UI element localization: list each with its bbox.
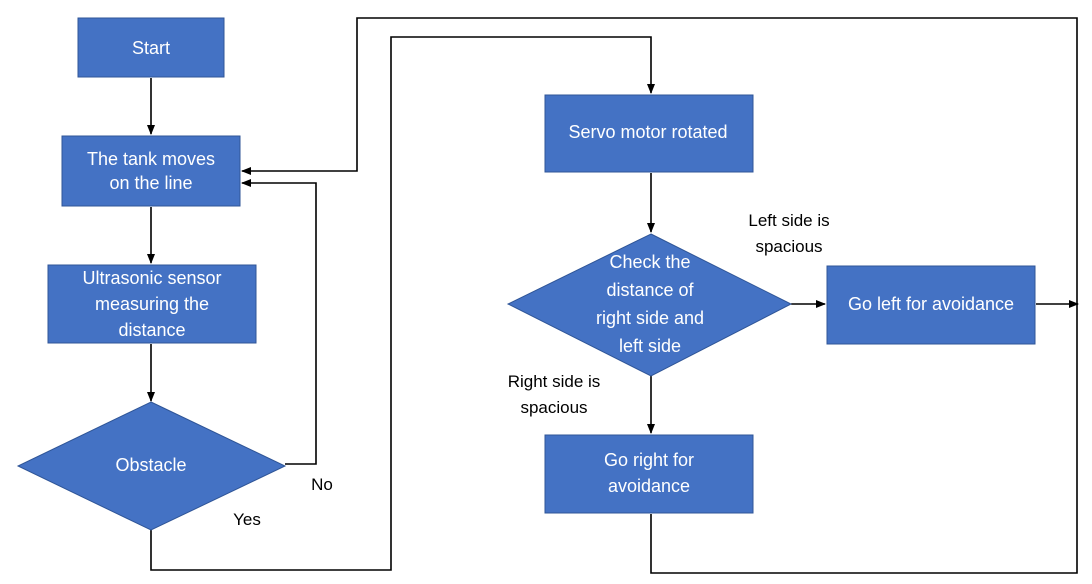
ultrasonic-sensor-label: Ultrasonic sensor measuring the distance — [82, 268, 221, 340]
tank-moves-label-line-1: The tank moves — [87, 149, 215, 169]
go-left-node — [826, 265, 1036, 345]
check-distance-label-line-3: right side and — [596, 308, 704, 328]
no-branch-label: No — [311, 475, 333, 494]
tank-moves-label-line-2: on the line — [109, 173, 192, 193]
ultrasonic-sensor-label-line-1: Ultrasonic sensor — [82, 268, 221, 288]
go-right-node — [544, 434, 754, 514]
right-side-spacious-label-line-2: spacious — [520, 398, 587, 417]
no-branch-label-line-1: No — [311, 475, 333, 494]
tank-moves-node — [61, 135, 241, 207]
start-label-line-1: Start — [132, 38, 170, 58]
obstacle-decision-node — [16, 401, 287, 531]
go-left-label: Go left for avoidance — [848, 294, 1014, 314]
edges — [147, 17, 1079, 574]
start-label: Start — [132, 38, 170, 58]
check-distance-label-line-2: distance of — [606, 280, 694, 300]
edge-obstacle-yes-to-servo — [150, 36, 655, 571]
check-distance-label-line-4: left side — [619, 336, 681, 356]
go-right-label: Go right for avoidance — [604, 450, 694, 496]
check-distance-decision-node — [506, 233, 793, 377]
ultrasonic-sensor-node — [47, 264, 257, 344]
servo-motor-label-line-1: Servo motor rotated — [568, 122, 727, 142]
servo-motor-label: Servo motor rotated — [568, 122, 727, 142]
check-distance-label-line-1: Check the — [609, 252, 690, 272]
go-right-label-line-2: avoidance — [608, 476, 690, 496]
yes-branch-label-line-1: Yes — [233, 510, 261, 529]
right-side-spacious-label: Right side is spacious — [508, 372, 601, 417]
edge-obstacle-no-loop — [241, 179, 317, 465]
ultrasonic-sensor-label-line-2: measuring the — [95, 294, 209, 314]
ultrasonic-sensor-label-line-3: distance — [118, 320, 185, 340]
yes-branch-label: Yes — [233, 510, 261, 529]
go-left-label-line-1: Go left for avoidance — [848, 294, 1014, 314]
edge-go-right-return — [241, 17, 1078, 574]
left-side-spacious-label-line-1: Left side is — [748, 211, 829, 230]
obstacle-label-line-1: Obstacle — [115, 455, 186, 475]
check-distance-label: Check the distance of right side and left s… — [596, 252, 704, 356]
servo-motor-node — [544, 94, 754, 173]
left-side-spacious-label: Left side is spacious — [748, 211, 829, 256]
tank-moves-label: The tank moves on the line — [87, 149, 215, 193]
go-right-label-line-1: Go right for — [604, 450, 694, 470]
nodes — [16, 17, 1036, 531]
right-side-spacious-label-line-1: Right side is — [508, 372, 601, 391]
obstacle-label: Obstacle — [115, 455, 186, 475]
edge-labels: No Yes Left side is spacious Right side i… — [233, 211, 830, 529]
left-side-spacious-label-line-2: spacious — [755, 237, 822, 256]
start-node — [77, 17, 225, 78]
node-labels: Start The tank moves on the line Ultrason… — [82, 38, 1014, 496]
